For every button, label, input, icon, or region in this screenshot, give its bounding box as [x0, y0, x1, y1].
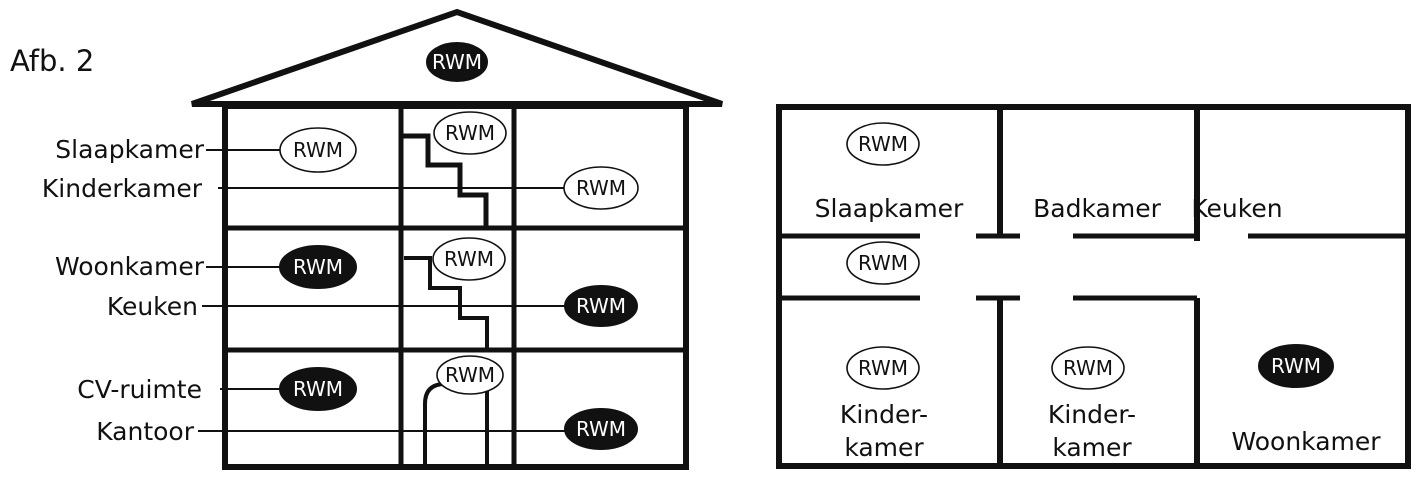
plan-label-woonkamer: Woonkamer	[1231, 427, 1381, 456]
label-woonkamer: Woonkamer	[55, 252, 205, 281]
detector-label: RWM	[576, 417, 626, 441]
detector-keuken: RWM	[564, 285, 638, 327]
figure-label: Afb. 2	[10, 44, 94, 78]
detector-kantoor: RWM	[564, 408, 638, 450]
label-kantoor: Kantoor	[96, 417, 195, 446]
plan-outer-walls	[776, 104, 1411, 469]
detector-woonkamer: RWM	[279, 245, 357, 289]
detector-label: RWM	[293, 255, 343, 279]
detector-stair-top: RWM	[433, 111, 507, 155]
smoke-detector-filled-icon	[564, 285, 638, 327]
detector-attic: RWM	[426, 42, 488, 82]
plan-label-kinderkamer-1-line1: Kinder-	[840, 400, 928, 429]
detector-label: RWM	[576, 176, 626, 200]
detector-label: RWM	[432, 50, 482, 74]
plan-detector-slaapkamer: RWM	[846, 122, 920, 166]
smoke-detector-outline-icon	[432, 237, 506, 281]
detector-label: RWM	[444, 247, 494, 271]
smoke-detector-filled-icon	[564, 408, 638, 450]
plan-label-keuken: Keuken	[1191, 194, 1282, 223]
detector-stair-middle: RWM	[432, 237, 506, 281]
smoke-detector-outline-icon	[436, 355, 504, 395]
detector-label: RWM	[293, 377, 343, 401]
smoke-detector-filled-icon	[1258, 344, 1334, 388]
staircase-middle	[404, 256, 489, 348]
detector-label: RWM	[445, 121, 495, 145]
detector-label: RWM	[1271, 354, 1321, 378]
detector-label: RWM	[576, 294, 626, 318]
detector-label: RWM	[858, 356, 908, 380]
plan-detector-kinderkamer-1: RWM	[846, 346, 920, 390]
detector-label: RWM	[445, 363, 495, 387]
detector-stair-ground: RWM	[436, 355, 504, 395]
detector-label: RWM	[858, 132, 908, 156]
plan-label-slaapkamer: Slaapkamer	[815, 194, 964, 223]
detector-cv-ruimte: RWM	[279, 367, 357, 411]
detector-slaapkamer: RWM	[279, 127, 357, 173]
smoke-detector-outline-icon	[279, 127, 357, 173]
house-walls	[222, 103, 689, 470]
smoke-detector-filled-icon	[279, 367, 357, 411]
smoke-detector-outline-icon	[846, 346, 920, 390]
smoke-detector-filled-icon	[426, 42, 488, 82]
plan-detector-woonkamer: RWM	[1258, 344, 1334, 388]
label-kinderkamer: Kinderkamer	[42, 174, 203, 203]
plan-detector-gang: RWM	[846, 241, 920, 285]
label-slaapkamer: Slaapkamer	[55, 135, 204, 164]
detector-label: RWM	[1063, 356, 1113, 380]
smoke-detector-filled-icon	[279, 245, 357, 289]
detector-kinderkamer: RWM	[563, 166, 639, 210]
staircase-top	[402, 133, 489, 226]
plan-label-kinderkamer-2-line2: kamer	[1052, 433, 1132, 462]
smoke-detector-outline-icon	[563, 166, 639, 210]
label-keuken: Keuken	[107, 292, 198, 321]
staircase-ground-left	[423, 382, 446, 467]
plan-detector-kinderkamer-2: RWM	[1051, 346, 1125, 390]
smoke-detector-outline-icon	[1051, 346, 1125, 390]
plan-label-kinderkamer-1-line2: kamer	[844, 433, 924, 462]
floor-plan	[776, 104, 1411, 469]
smoke-detector-outline-icon	[846, 122, 920, 166]
plan-label-kinderkamer-2-line1: Kinder-	[1048, 400, 1136, 429]
label-cv-ruimte: CV-ruimte	[77, 375, 202, 404]
plan-label-badkamer: Badkamer	[1033, 194, 1161, 223]
detector-label: RWM	[293, 138, 343, 162]
detector-label: RWM	[858, 251, 908, 275]
house-section	[191, 8, 723, 470]
smoke-detector-outline-icon	[846, 241, 920, 285]
smoke-detector-outline-icon	[433, 111, 507, 155]
